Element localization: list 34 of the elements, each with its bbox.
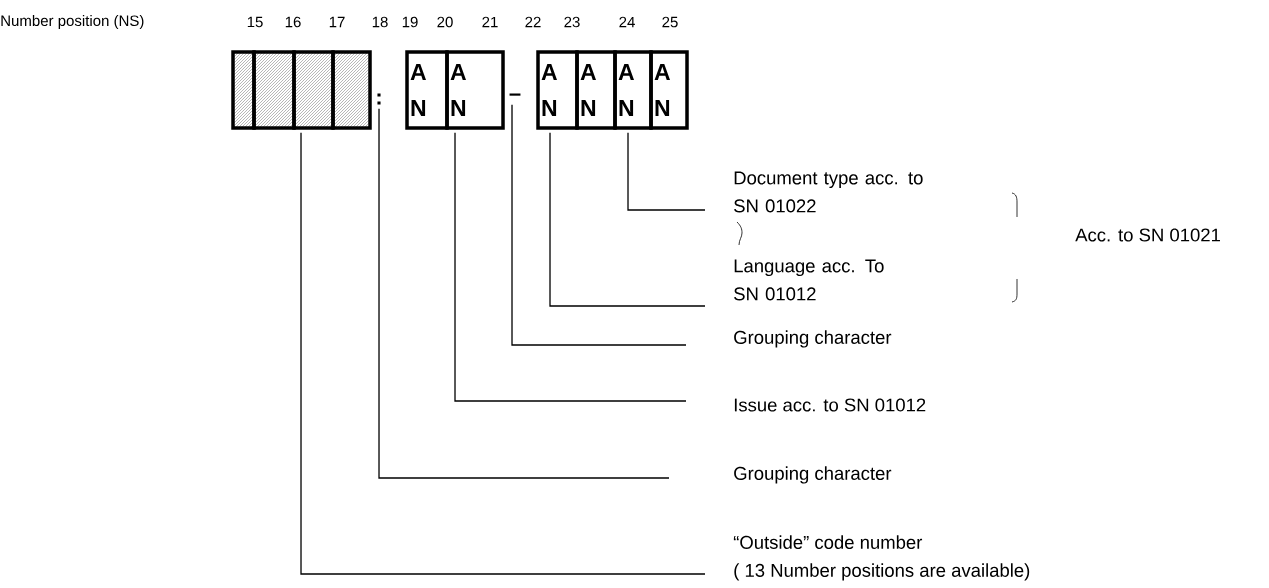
leader-line bbox=[454, 132, 687, 402]
position-number: 19 bbox=[402, 16, 418, 28]
description-text: Issue acc. to SN 01012 bbox=[734, 398, 926, 412]
leader-line bbox=[627, 132, 706, 211]
position-number: 24 bbox=[619, 16, 635, 28]
description-text: Grouping character bbox=[734, 330, 892, 348]
leader-line bbox=[511, 104, 687, 346]
note-text: Number position (NS) bbox=[1, 15, 144, 29]
hatched-cell bbox=[331, 50, 372, 130]
position-number: 17 bbox=[329, 16, 345, 28]
position-number: 18 bbox=[372, 16, 388, 28]
position-number: 16 bbox=[285, 16, 301, 28]
description-text: Document type acc. to SN 01022 bbox=[734, 171, 923, 213]
code-cell: A N bbox=[536, 50, 579, 130]
code-cell: A N bbox=[405, 50, 449, 130]
position-number: 20 bbox=[437, 16, 453, 28]
separator-symbol: – bbox=[509, 93, 521, 96]
note-text: Acc. to SN 01021 bbox=[1075, 228, 1220, 242]
code-cell: A N bbox=[445, 50, 505, 130]
leader-line bbox=[300, 132, 706, 575]
leader-line bbox=[378, 108, 670, 479]
code-cell: A N bbox=[613, 50, 653, 130]
description-text: Language acc. To SN 01012 bbox=[734, 259, 884, 301]
code-cell: A N bbox=[649, 50, 689, 130]
position-number: 21 bbox=[482, 16, 498, 28]
leader-line bbox=[549, 132, 706, 307]
position-number: 23 bbox=[564, 16, 580, 28]
position-number: 15 bbox=[247, 16, 263, 28]
code-cell: A N bbox=[575, 50, 617, 130]
description-text: “Outside” code number ( 13 Number positions are available) bbox=[733, 535, 1030, 581]
position-number: 22 bbox=[525, 16, 541, 28]
description-text: Grouping character bbox=[734, 466, 892, 484]
position-number: 25 bbox=[662, 16, 678, 28]
separator-symbol: : bbox=[377, 93, 381, 105]
